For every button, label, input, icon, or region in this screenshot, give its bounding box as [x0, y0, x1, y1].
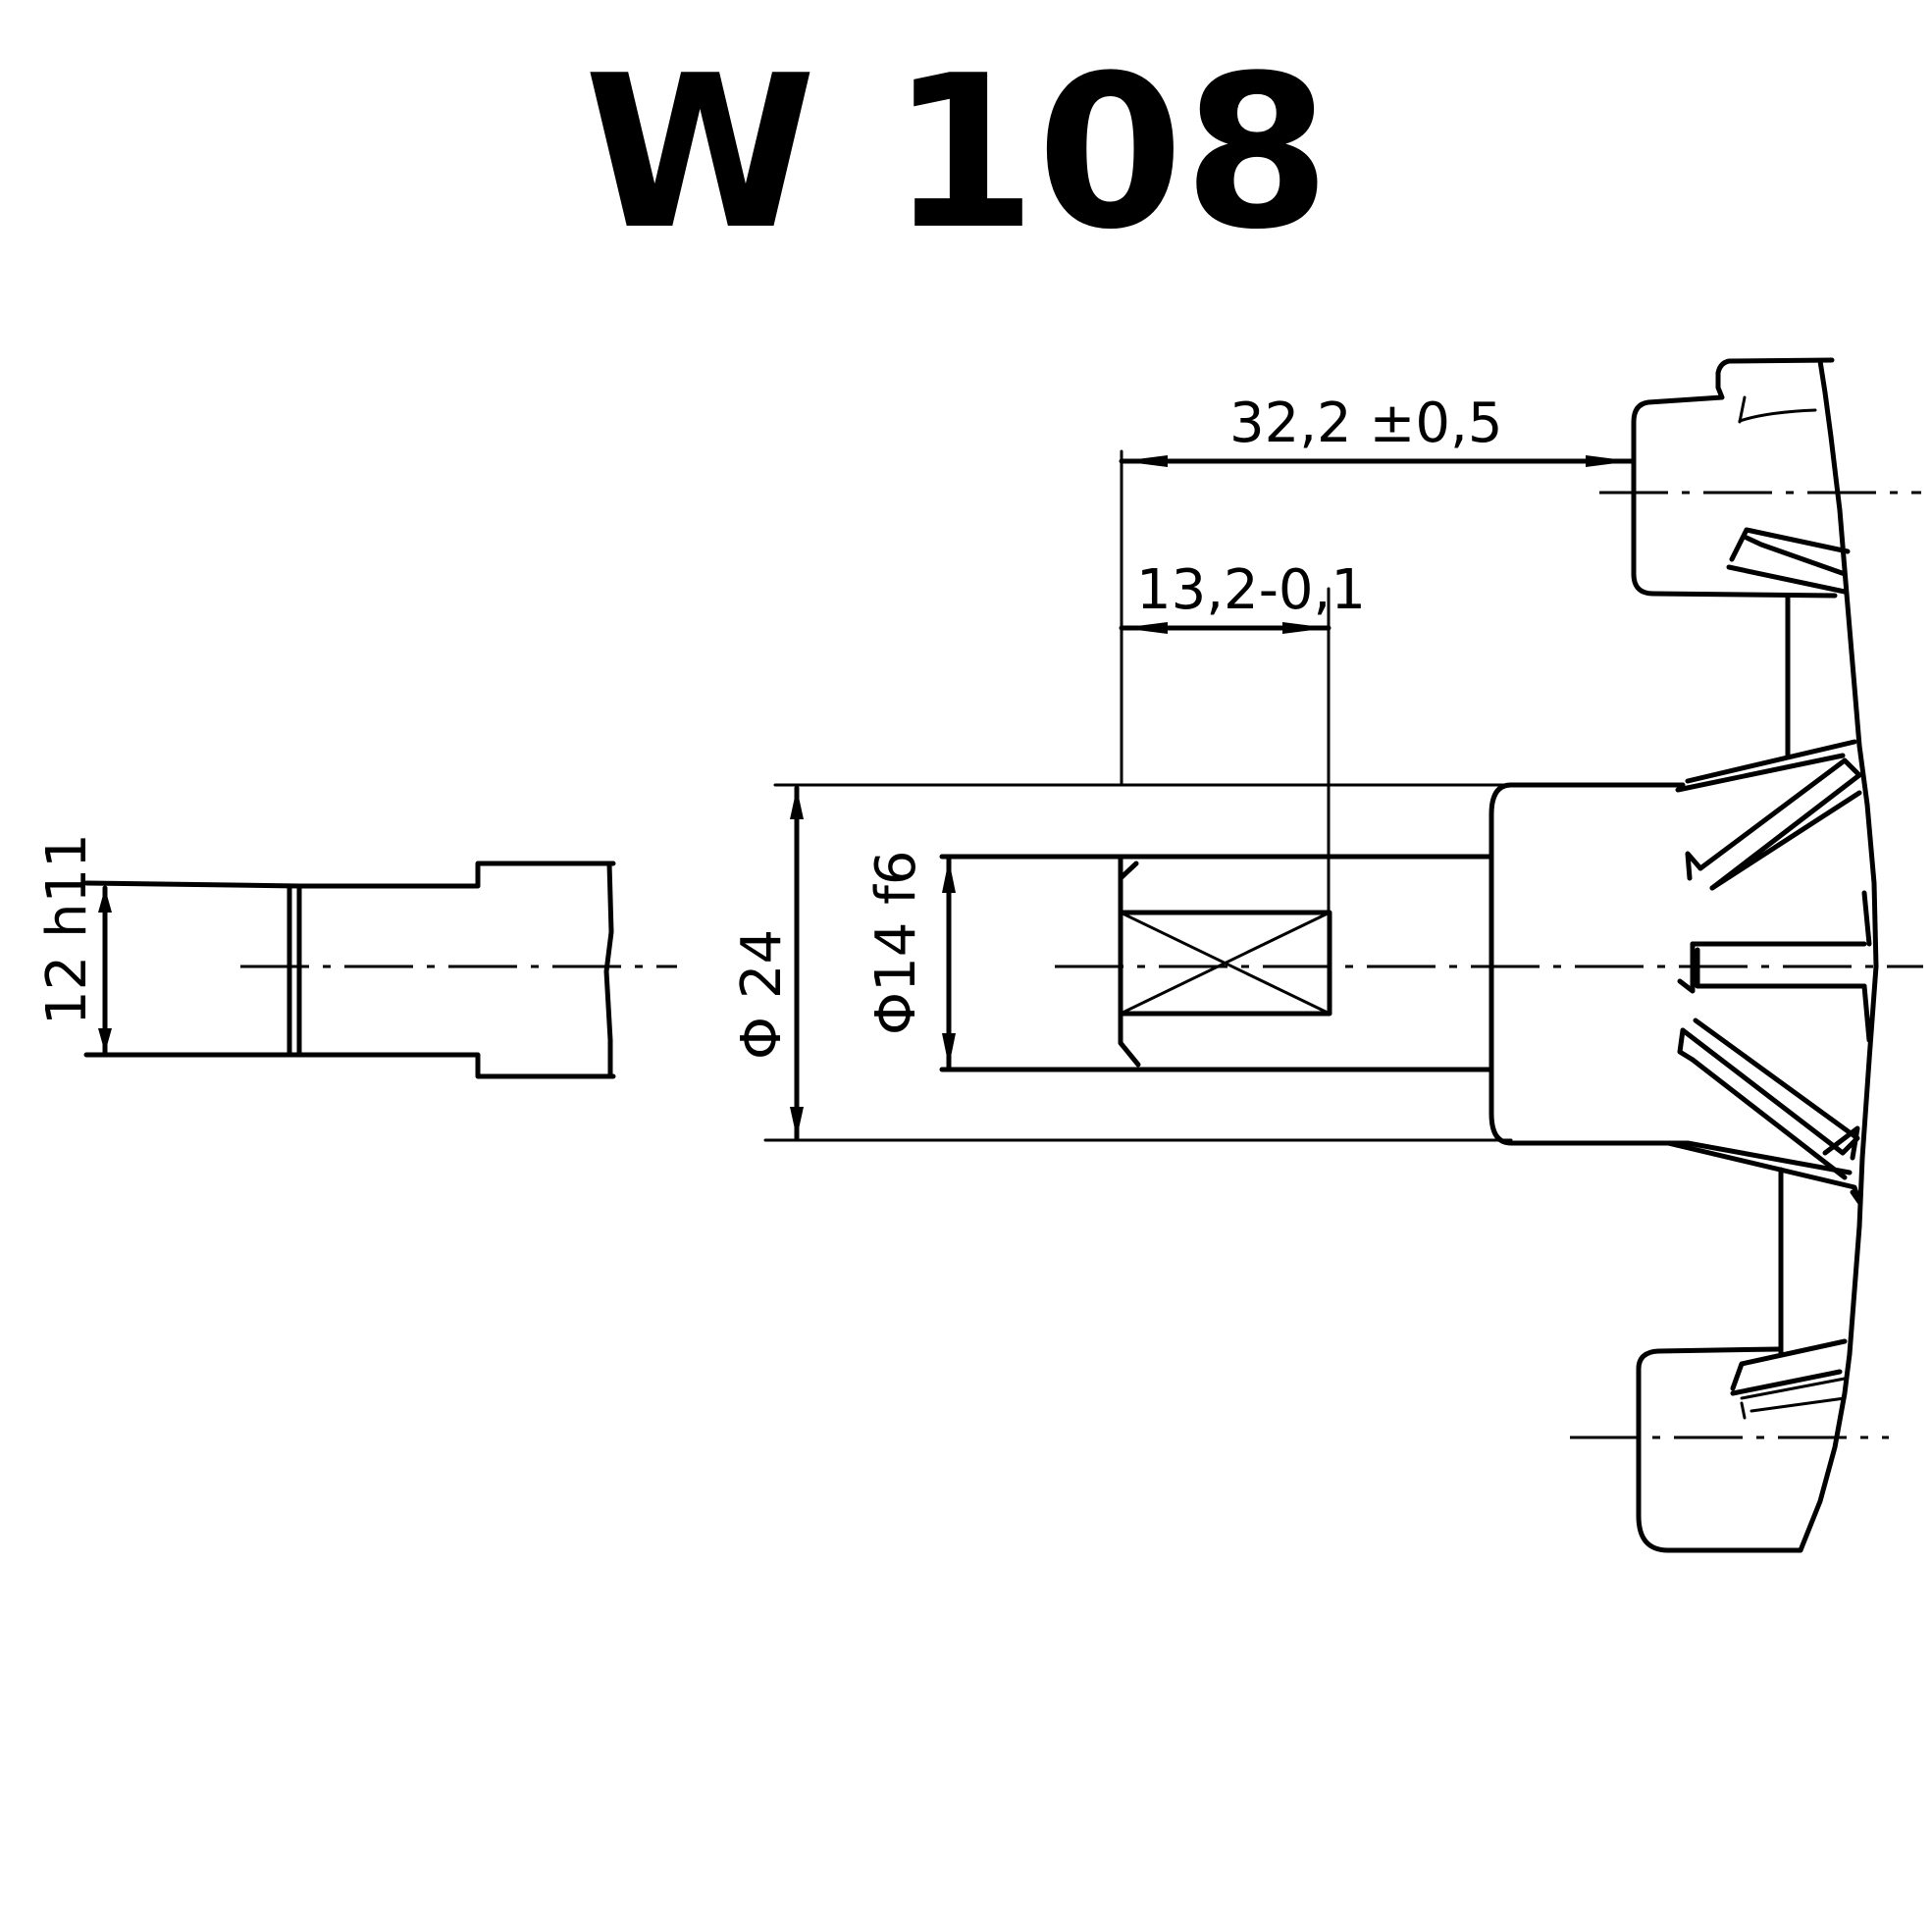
flat-width-dimension: 12 h11 — [35, 833, 112, 1056]
part-title: W 108 — [584, 29, 1331, 276]
shaft-diameter-label: Φ14 f6 — [864, 851, 928, 1035]
shaft-end-view — [83, 861, 677, 1079]
bearing-width-label: 13,2-0,1 — [1136, 558, 1366, 622]
overall-length-dimension: 32,2 ±0,5 — [1119, 392, 1635, 787]
shaft-diameter-dimension: Φ14 f6 — [864, 851, 983, 1071]
wheel-profile — [1055, 357, 1923, 1553]
outer-diameter-dimension: Φ 24 — [730, 785, 804, 1141]
overall-length-label: 32,2 ±0,5 — [1229, 392, 1502, 455]
outer-diameter-label: Φ 24 — [730, 929, 794, 1060]
shaft-body — [763, 783, 1513, 1142]
flat-width-label: 12 h11 — [35, 833, 99, 1025]
bearing-symbol — [1118, 854, 1332, 1068]
bearing-width-dimension: 13,2-0,1 — [1119, 558, 1366, 914]
